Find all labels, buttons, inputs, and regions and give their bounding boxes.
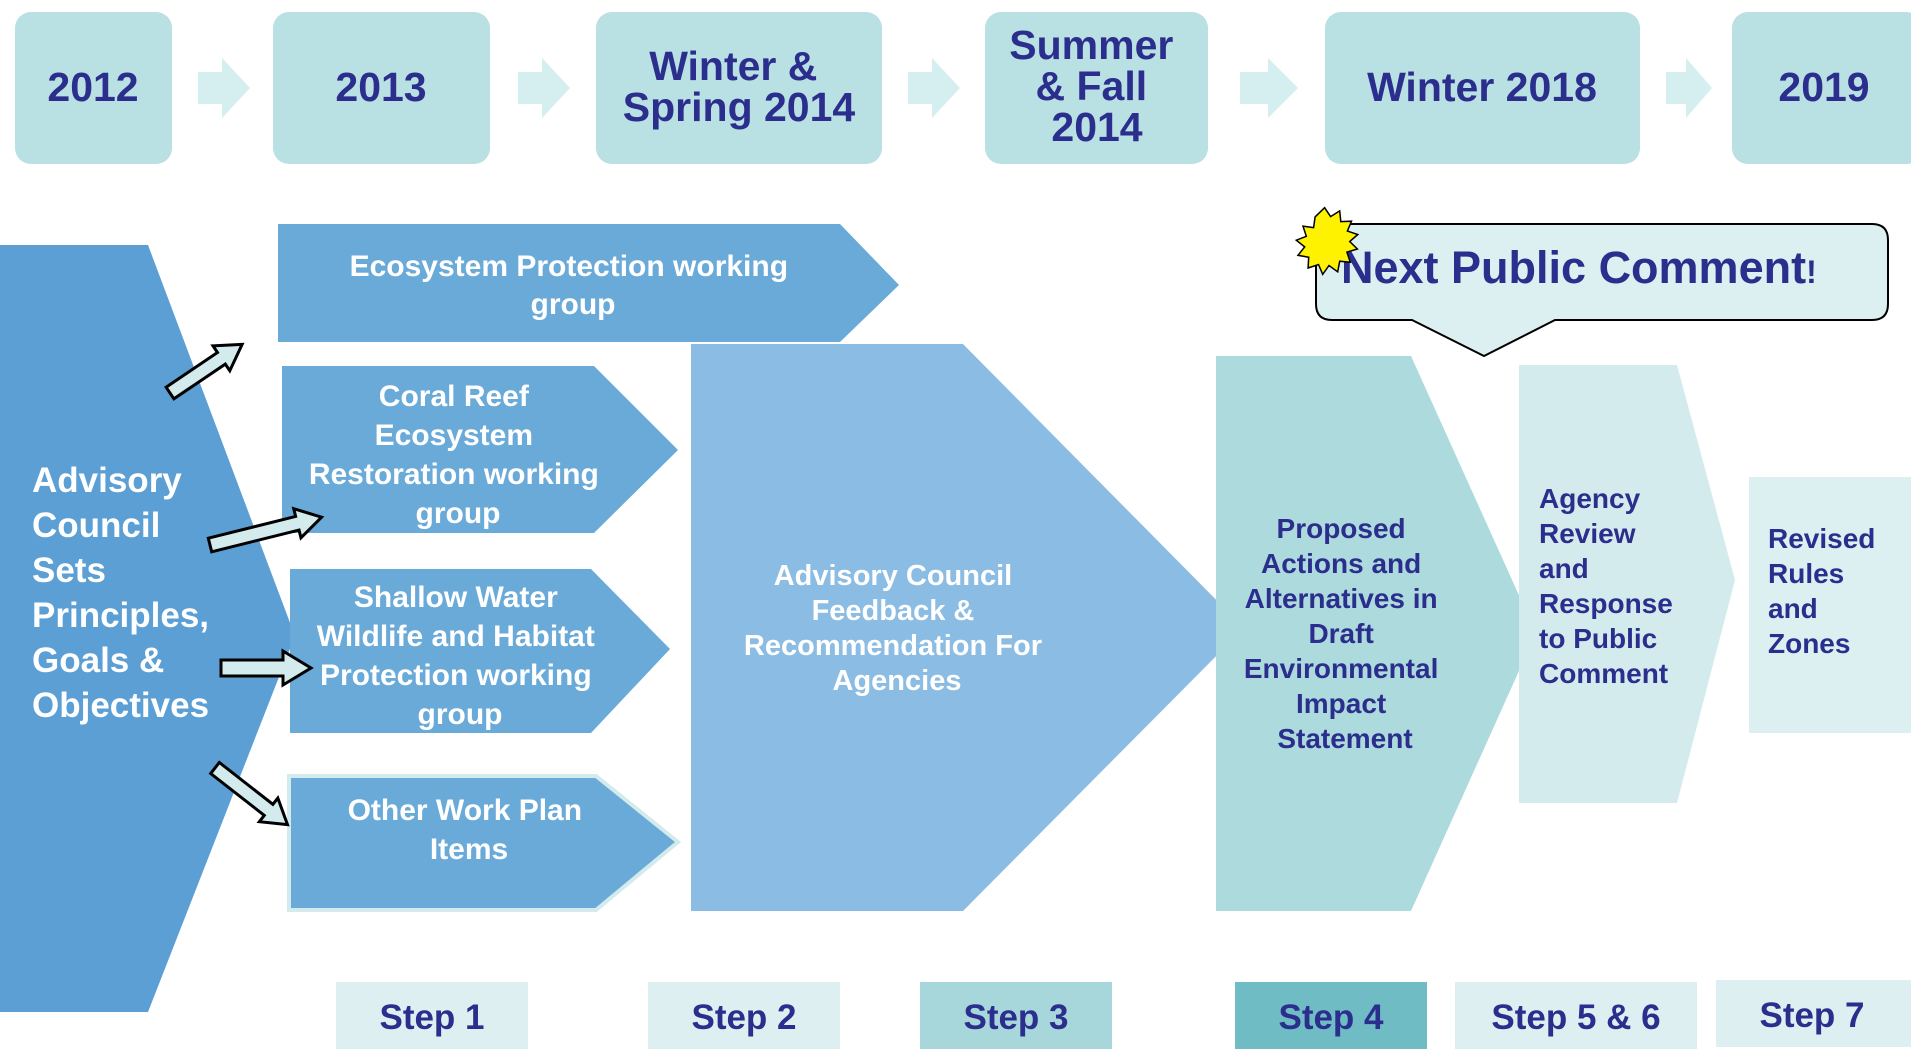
step-5-6-label: Step 5 & 6 bbox=[1491, 998, 1660, 1037]
working-group-other-work-plan bbox=[287, 774, 682, 912]
step-7-label: Step 7 bbox=[1759, 996, 1864, 1035]
year-label-2013: 2013 bbox=[335, 64, 426, 110]
step-3-box bbox=[920, 982, 1112, 1049]
year-box-winter-2018 bbox=[1325, 12, 1640, 164]
connector-arrow-icon bbox=[219, 648, 314, 688]
working-group-ecosystem-protection bbox=[278, 224, 899, 342]
year-box-2012 bbox=[15, 12, 172, 164]
timeline-arrow-icon bbox=[908, 58, 960, 118]
year-box-2013 bbox=[273, 12, 490, 164]
advisory-council-feedback-arrow bbox=[691, 344, 1244, 911]
year-box-winter-spring-2014 bbox=[596, 12, 882, 164]
connector-arrow-icon bbox=[208, 760, 290, 827]
revised-rules-label: Revised Rules and Zones bbox=[1768, 523, 1883, 659]
connector-arrow-icon bbox=[206, 506, 325, 554]
advisory-council-label: Advisory Council Sets Principles, Goals … bbox=[32, 461, 219, 725]
working-group-shallow-water-label: Shallow Water Wildlife and Habitat Prote… bbox=[317, 581, 603, 731]
step-1-box bbox=[336, 982, 528, 1049]
agency-review-label: Agency Review and Response to Public Com… bbox=[1539, 483, 1681, 689]
step-3-label: Step 3 bbox=[963, 998, 1068, 1037]
advisory-council-feedback-label: Advisory Council Feedback & Recommendati… bbox=[744, 560, 1050, 697]
draft-eis-label: Proposed Actions and Alternatives in Dra… bbox=[1244, 513, 1446, 754]
revised-rules-box bbox=[1749, 477, 1911, 733]
steps: Step 1 Step 2 Step 3 Step 4 Step 5 & 6 S… bbox=[336, 980, 1911, 1049]
timeline-arrow-icon bbox=[518, 58, 570, 118]
step-4-label: Step 4 bbox=[1278, 998, 1384, 1037]
draft-eis-chevron bbox=[1216, 356, 1536, 911]
agency-review-chevron bbox=[1519, 365, 1735, 803]
working-group-other-work-plan-label: Other Work Plan Items bbox=[348, 794, 591, 866]
step-2-box bbox=[648, 982, 840, 1049]
year-label-2019: 2019 bbox=[1778, 64, 1869, 110]
year-box-summer-fall-2014 bbox=[985, 12, 1208, 164]
year-label-winter-2018: Winter 2018 bbox=[1367, 64, 1597, 110]
step-7-box bbox=[1716, 980, 1911, 1047]
timeline-arrow-icon bbox=[1666, 58, 1712, 118]
working-group-coral-reef-label: Coral Reef Ecosystem Restoration working… bbox=[309, 380, 607, 530]
timeline-arrow-icon bbox=[198, 58, 250, 118]
step-1-label: Step 1 bbox=[379, 998, 484, 1037]
working-group-coral-reef bbox=[282, 366, 678, 533]
starburst-icon bbox=[1294, 206, 1360, 276]
working-group-shallow-water bbox=[290, 569, 670, 733]
working-group-ecosystem-protection-label: Ecosystem Protection working group bbox=[350, 250, 797, 321]
year-label-winter-spring-2014: Winter & Spring 2014 bbox=[623, 43, 856, 130]
year-box-2019 bbox=[1732, 12, 1911, 164]
step-2-label: Step 2 bbox=[691, 998, 796, 1037]
step-5-6-box bbox=[1455, 982, 1697, 1049]
timeline-arrow-icon bbox=[1240, 58, 1298, 118]
connector-arrow-icon bbox=[164, 342, 245, 401]
timeline: 2012 2013 Winter & Spring 2014 Summer & … bbox=[15, 12, 1911, 164]
year-label-2012: 2012 bbox=[47, 64, 138, 110]
advisory-council-chevron bbox=[0, 245, 295, 1012]
step-4-box bbox=[1235, 982, 1427, 1049]
next-public-comment-label: Next Public Comment! bbox=[1341, 242, 1817, 293]
year-label-summer-fall-2014: Summer & Fall 2014 bbox=[1009, 22, 1184, 150]
